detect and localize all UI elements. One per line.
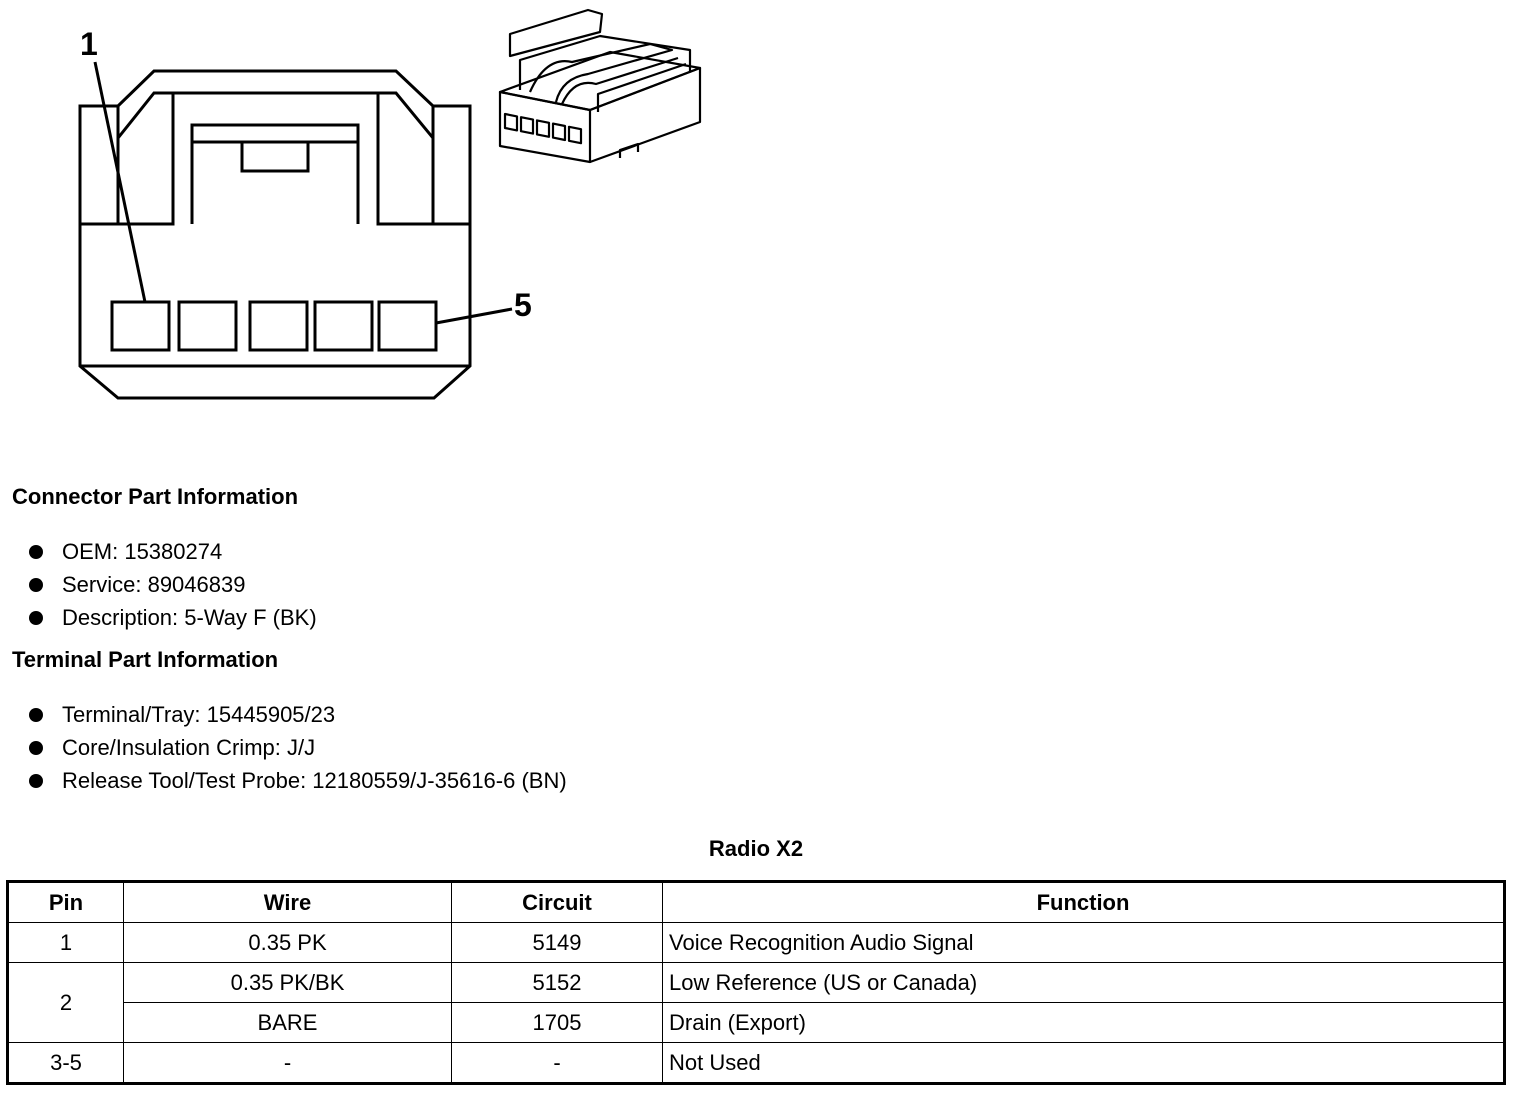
header-circuit: Circuit bbox=[451, 881, 663, 923]
header-wire: Wire bbox=[123, 881, 452, 923]
list-item: Release Tool/Test Probe: 12180559/J-3561… bbox=[28, 764, 567, 797]
cell-function: Voice Recognition Audio Signal bbox=[662, 922, 1505, 963]
terminal-cavity bbox=[377, 300, 438, 352]
connector-outer-body bbox=[78, 69, 472, 400]
connector-left-shoulder bbox=[80, 93, 175, 226]
iso-terminal-cavity bbox=[551, 122, 567, 142]
terminal-cavity bbox=[110, 300, 171, 352]
iso-terminal-cavity bbox=[503, 112, 519, 132]
table-row: 2 0.35 PK/BK 5152 Low Reference (US or C… bbox=[7, 962, 1505, 1043]
leader-line-pin-1 bbox=[93, 61, 147, 303]
cell-wire: 0.35 PK bbox=[123, 922, 452, 963]
iso-cavity-group bbox=[503, 112, 583, 145]
cell-wire: - bbox=[123, 1042, 452, 1084]
iso-latch-housing bbox=[508, 8, 604, 58]
cell-function: Low Reference (US or Canada) bbox=[662, 962, 1505, 1003]
connector-info-heading: Connector Part Information bbox=[12, 484, 299, 509]
terminal-info-list: Terminal/Tray: 15445905/23 Core/Insulati… bbox=[28, 698, 567, 797]
cell-pin: 1 bbox=[7, 922, 124, 963]
iso-latch-ridge bbox=[561, 56, 679, 105]
connector-info-list: OEM: 15380274 Service: 89046839 Descript… bbox=[28, 535, 317, 634]
connector-isometric-view bbox=[498, 8, 702, 164]
connector-face-diagram: 1 5 bbox=[78, 26, 532, 400]
iso-terminal-cavity bbox=[567, 125, 583, 145]
iso-side-face bbox=[589, 66, 702, 164]
table-row: BARE 1705 Drain (Export) bbox=[8, 1002, 1505, 1043]
connector-inner-bevel bbox=[116, 91, 435, 143]
cell-circuit: 1705 bbox=[451, 1002, 663, 1043]
pin-label-first: 1 bbox=[80, 26, 98, 62]
connector-latch-tab bbox=[240, 140, 310, 173]
iso-front-face bbox=[498, 90, 592, 164]
iso-key-slot bbox=[618, 142, 640, 158]
cell-circuit: 5152 bbox=[451, 962, 663, 1003]
header-pin: Pin bbox=[7, 881, 124, 923]
cell-pin: 2 bbox=[7, 962, 124, 1043]
cell-wire: BARE bbox=[123, 1002, 452, 1043]
list-item: Description: 5-Way F (BK) bbox=[28, 601, 317, 634]
table-title: Radio X2 bbox=[708, 836, 804, 861]
terminal-cavity bbox=[177, 300, 238, 352]
cell-circuit: - bbox=[451, 1042, 663, 1084]
table-row: 1 0.35 PK 5149 Voice Recognition Audio S… bbox=[7, 922, 1505, 963]
iso-terminal-cavity bbox=[535, 119, 551, 138]
list-item: OEM: 15380274 bbox=[28, 535, 317, 568]
iso-latch-arm bbox=[528, 42, 674, 103]
cell-circuit: 5149 bbox=[451, 922, 663, 963]
terminal-cavity bbox=[313, 300, 374, 352]
cavity-group bbox=[110, 300, 438, 352]
terminal-cavity bbox=[248, 300, 309, 352]
pinout-table: Pin Wire Circuit Function 1 0.35 PK 5149… bbox=[6, 880, 1506, 1085]
list-item: Core/Insulation Crimp: J/J bbox=[28, 731, 567, 764]
connector-right-shoulder bbox=[376, 93, 470, 226]
pin-label-last: 5 bbox=[514, 287, 532, 323]
cell-pin: 3-5 bbox=[7, 1042, 124, 1084]
iso-latch-lip bbox=[596, 62, 687, 112]
table-row: 3-5 - - Not Used bbox=[7, 1042, 1505, 1084]
terminal-info-heading: Terminal Part Information bbox=[12, 647, 279, 672]
list-item: Service: 89046839 bbox=[28, 568, 317, 601]
connector-latch-outer bbox=[190, 123, 360, 224]
header-function: Function bbox=[662, 881, 1505, 923]
list-item: Terminal/Tray: 15445905/23 bbox=[28, 698, 567, 731]
cell-function: Drain (Export) bbox=[662, 1002, 1505, 1043]
cell-function: Not Used bbox=[662, 1042, 1505, 1084]
table-header-row: Pin Wire Circuit Function bbox=[7, 881, 1505, 923]
leader-line-pin-5 bbox=[435, 307, 513, 325]
iso-latch-body bbox=[518, 34, 692, 90]
iso-terminal-cavity bbox=[519, 116, 535, 135]
cell-wire: 0.35 PK/BK bbox=[123, 962, 452, 1003]
